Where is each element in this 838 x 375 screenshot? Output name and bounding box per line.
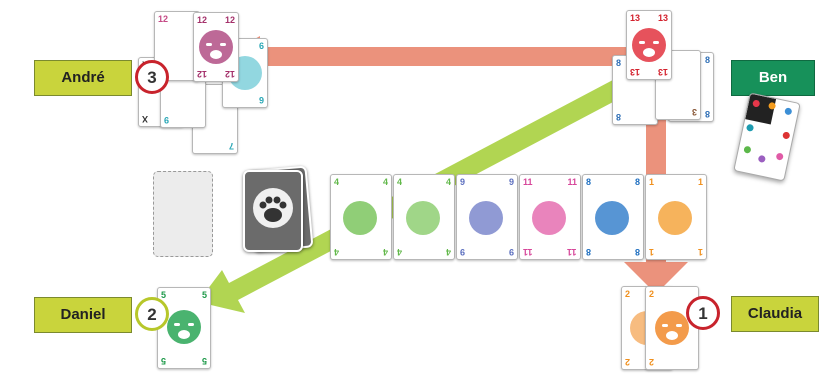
lynx-face-icon	[595, 201, 629, 235]
lynx-face-icon	[343, 201, 377, 235]
card-value: 8	[635, 177, 640, 187]
card-value: 8	[705, 55, 710, 65]
card-value: 4	[334, 177, 339, 187]
empty-card-slot	[153, 171, 213, 257]
card-value: 11	[523, 247, 533, 257]
card-value: 1	[649, 247, 654, 257]
ben-paw-card	[733, 92, 800, 181]
card-value: 9	[164, 115, 169, 125]
card-value: 6	[259, 95, 264, 105]
card-value: 13	[658, 67, 668, 77]
card-value: 5	[202, 290, 207, 300]
card-value: 13	[630, 67, 640, 77]
lynx-face-icon	[632, 28, 666, 62]
lynx-face-icon	[167, 310, 201, 344]
card-value: 4	[334, 247, 339, 257]
arrow-ben-to-andre	[222, 36, 653, 78]
card-value: 8	[586, 247, 591, 257]
order-badge-andre: 3	[135, 60, 169, 94]
card-value: 1	[698, 247, 703, 257]
card-ben-13: 13 13 13 13	[626, 10, 672, 80]
card-value: 3	[692, 107, 697, 117]
card-value: 12	[225, 15, 235, 25]
order-badge-claudia: 1	[686, 296, 720, 330]
lynx-face-icon	[655, 311, 689, 345]
card-value: 5	[161, 356, 166, 366]
table-card-4[interactable]: 11 11 11 11	[519, 174, 581, 260]
card-value: 4	[383, 177, 388, 187]
player-label-andre: André	[34, 60, 132, 96]
card-value: 11	[567, 247, 577, 257]
card-value: 11	[523, 177, 533, 187]
card-value: 2	[625, 289, 630, 299]
player-label-ben: Ben	[731, 60, 815, 96]
card-value: 13	[630, 13, 640, 23]
card-value: 12	[197, 69, 207, 79]
card-value: 8	[586, 177, 591, 187]
table-card-5[interactable]: 8 8 8 8	[582, 174, 644, 260]
card-value: 13	[658, 13, 668, 23]
card-value: 9	[460, 177, 465, 187]
card-value: 6	[259, 41, 264, 51]
card-andre-12: 12 12 12 12	[193, 12, 239, 82]
card-value: 8	[616, 112, 621, 122]
lynx-face-icon	[199, 30, 233, 64]
lynx-face-icon	[532, 201, 566, 235]
card-value: 11	[567, 177, 577, 187]
card-value: 1	[649, 177, 654, 187]
player-label-daniel: Daniel	[34, 297, 132, 333]
card-value: 7	[229, 141, 234, 151]
card-value: 4	[383, 247, 388, 257]
card-value: 5	[161, 290, 166, 300]
table-card-2[interactable]: 4 4 4 4	[393, 174, 455, 260]
card-value: 4	[446, 247, 451, 257]
lynx-face-icon	[469, 201, 503, 235]
card-value: 8	[635, 247, 640, 257]
card-value: 9	[509, 247, 514, 257]
card-value: 2	[625, 357, 630, 367]
draw-pile-top[interactable]	[243, 170, 303, 252]
card-value: 9	[460, 247, 465, 257]
card-value: X	[142, 114, 148, 124]
card-value: 8	[705, 109, 710, 119]
card-value: 4	[397, 177, 402, 187]
card-value: 12	[197, 15, 207, 25]
card-value: 9	[509, 177, 514, 187]
card-value: 2	[649, 289, 654, 299]
card-value: 12	[225, 69, 235, 79]
card-value: 5	[202, 356, 207, 366]
player-label-claudia: Claudia	[731, 296, 819, 332]
card-claudia-2b: 2 2	[645, 286, 699, 370]
card-value: 8	[616, 58, 621, 68]
lynx-face-icon	[658, 201, 692, 235]
card-value: 4	[446, 177, 451, 187]
order-badge-daniel: 2	[135, 297, 169, 331]
table-card-1[interactable]: 4 4 4 4	[330, 174, 392, 260]
table-card-6[interactable]: 1 1 1 1	[645, 174, 707, 260]
table-card-3[interactable]: 9 9 9 9	[456, 174, 518, 260]
card-value: 4	[397, 247, 402, 257]
lynx-face-icon	[406, 201, 440, 235]
card-value: 1	[698, 177, 703, 187]
paw-icon	[245, 172, 301, 250]
card-daniel-5: 5 5 5 5	[157, 287, 211, 369]
card-value: 12	[158, 14, 168, 24]
card-value: 2	[649, 357, 654, 367]
